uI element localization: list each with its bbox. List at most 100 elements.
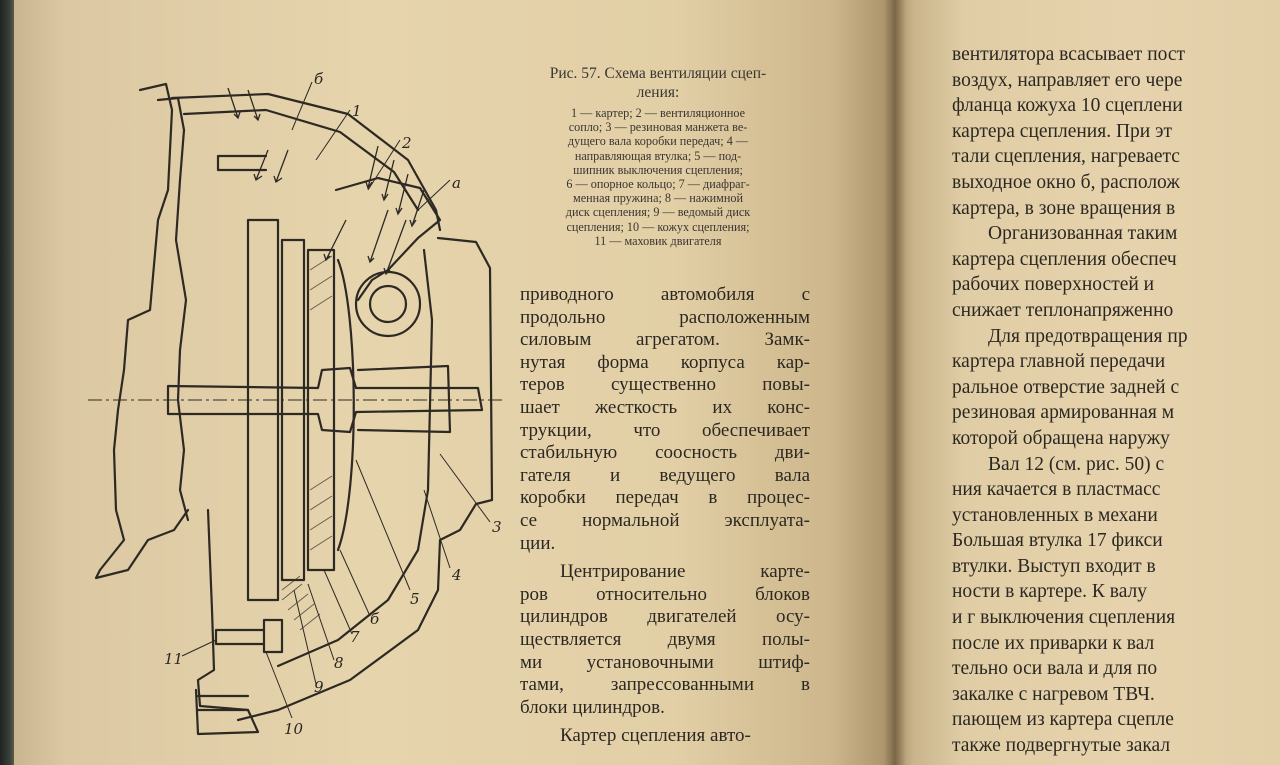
text-line: снижает теплонапряженно (952, 299, 1174, 321)
bolt-head-bottom (262, 618, 284, 654)
text-line: тельно оси вала и для по (952, 658, 1158, 680)
left-body-column: приводного автомобиля с продольно распол… (520, 284, 810, 748)
label-5: 5 (410, 590, 420, 608)
legend-line: сопло; 3 — резиновая манжета ве- (568, 120, 748, 135)
airflow-arrow (409, 189, 425, 228)
right-body-column: вентилятора всасывает пост воздух, направ… (952, 42, 1280, 759)
text-line: которой обращена наружу (952, 427, 1170, 449)
release-bearing-inner (368, 284, 408, 324)
paragraph-2: Центрирование карте- ров относительно бл… (520, 561, 810, 719)
text-line: Организованная таким (988, 223, 1178, 245)
text-line: установленных в механи (952, 504, 1158, 526)
book-gutter (884, 0, 906, 765)
text-line: Картер сцепления авто- (560, 725, 751, 747)
label-8: 8 (334, 654, 344, 672)
leader-a (417, 179, 451, 211)
text-line: ции. (520, 532, 556, 554)
clutch-housing-top (170, 92, 442, 232)
text-line: выходное окно б, располож (952, 171, 1180, 193)
text-line: также подвергнутые закал (952, 735, 1171, 757)
left-page (14, 0, 894, 765)
text-line: теров существенно повы- (520, 374, 810, 396)
text-line: се нормальной эксплуата- (520, 509, 810, 531)
label-b-bottom: б (370, 610, 380, 628)
leader-3 (439, 453, 491, 523)
airflow-arrow (323, 219, 347, 262)
text-line: после их приварки к вал (952, 632, 1155, 654)
bolt-bottom (214, 628, 266, 646)
leader-4 (423, 489, 451, 569)
legend-line: дущего вала коробки передач; 4 — (567, 134, 749, 149)
text-line: вентилятора всасывает пост (952, 44, 1186, 65)
paragraph-3: Картер сцепления авто- (520, 725, 810, 748)
hatching-pressure-plate (309, 255, 333, 551)
legend-line: направляющая втулка; 5 — под- (574, 148, 742, 163)
label-11: 11 (164, 650, 183, 668)
right-page (894, 0, 1280, 765)
label-b-top: б (314, 70, 324, 88)
flywheel-inner (156, 96, 190, 522)
text-line: приводного автомобиля с (520, 284, 810, 305)
airflow-arrow (247, 89, 261, 122)
leader-b-bottom (339, 549, 371, 617)
text-line: нутая форма корпуса кар- (520, 351, 810, 373)
text-line: ральное отверстие задней с (952, 376, 1180, 398)
legend-line: сцепления; 10 — кожух сцепления; (566, 219, 750, 234)
airflow-arrow (273, 149, 289, 184)
label-10: 10 (284, 720, 304, 738)
paragraph-1: приводного автомобиля с продольно распол… (520, 284, 810, 555)
text-line: картера, в зоне вращения в (952, 197, 1176, 219)
text-line: закалке с нагревом ТВЧ. (952, 683, 1155, 705)
text-line: Для предотвращения пр (988, 325, 1188, 347)
label-1: 1 (352, 102, 362, 120)
text-line: шает жесткость их конс- (520, 396, 810, 418)
leader-1 (315, 109, 351, 161)
flywheel-housing-outline (94, 82, 190, 580)
caption-legend: 1 — картер; 2 — вентиляционное сопло; 3 … (522, 106, 794, 248)
gearbox-side-casing (236, 236, 494, 722)
label-9: 9 (314, 678, 324, 696)
text-line: продольно расположенным (520, 306, 810, 328)
caption-title-line1: Рис. 57. Схема вентиляции сцеп- (549, 65, 767, 82)
text-line: ществляется двумя полы- (520, 628, 810, 650)
hatching-bottom (281, 575, 321, 631)
airflow-arrow (367, 209, 389, 264)
book-cover-edge (0, 0, 16, 765)
airflow-arrow (383, 219, 407, 276)
label-a: a (452, 174, 461, 192)
leader-b-top (291, 81, 313, 131)
label-3: 3 (492, 518, 502, 536)
text-line: картера сцепления. При эт (952, 120, 1172, 142)
text-line: рабочих поверхностей и (952, 274, 1155, 296)
legend-line: менная пружина; 8 — нажимной (572, 191, 744, 206)
caption-title: Рис. 57. Схема вентиляции сцеп- ления: (522, 64, 794, 102)
clutch-ventilation-diagram: б 1 2 a 3 4 5 б 7 8 9 10 11 (88, 70, 508, 750)
driven-disc (280, 238, 306, 582)
text-line: воздух, направляет его чере (952, 69, 1183, 91)
text-line: тали сцепления, нагреваетс (952, 146, 1180, 168)
text-line: втулки. Выступ входит в (952, 555, 1156, 577)
diagram-svg: б 1 2 a 3 4 5 б 7 8 9 10 11 (88, 70, 506, 738)
leader-11 (181, 639, 217, 657)
airflow-arrow (227, 87, 241, 120)
label-7: 7 (350, 628, 360, 646)
text-line: гателя и ведущего вала (520, 464, 810, 486)
leader-7 (323, 569, 353, 635)
text-line: пающем из картера сцепле (952, 709, 1174, 731)
text-line: картера сцепления обеспеч (952, 248, 1177, 270)
legend-line: шипник выключения сцепления; (573, 162, 743, 177)
text-line: ми установочными штиф- (520, 651, 810, 673)
text-line: тами, запрессованными в (520, 674, 810, 696)
text-line: трукции, что обеспечивает (520, 419, 810, 441)
diaphragm-spring (336, 258, 355, 552)
label-2: 2 (401, 134, 412, 152)
airflow-arrow (381, 159, 395, 202)
text-line: коробки передач в процес- (520, 487, 810, 509)
text-line: ния качается в пластмасс (952, 479, 1161, 501)
guide-sleeve (356, 364, 452, 434)
bolt-lower (196, 694, 250, 712)
text-line: ров относительно блоков (520, 583, 810, 605)
legend-line: 11 — маховик двигателя (594, 233, 722, 248)
text-line: Вал 12 (см. рис. 50) с (988, 453, 1165, 475)
